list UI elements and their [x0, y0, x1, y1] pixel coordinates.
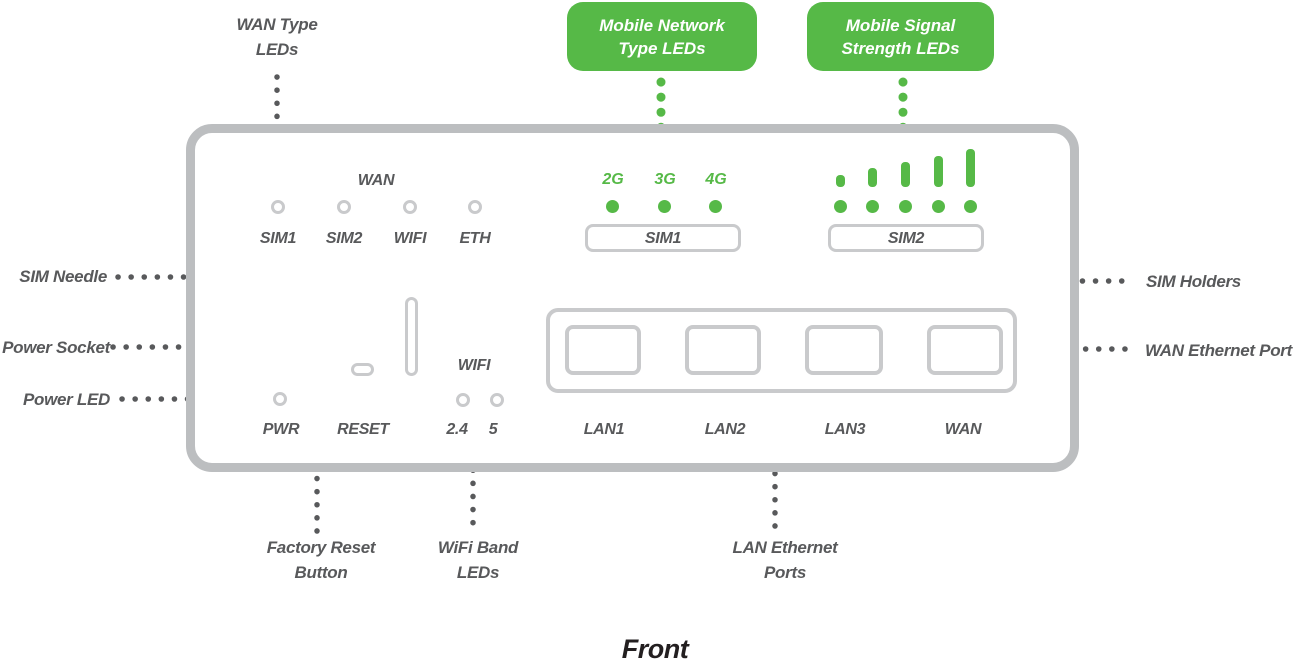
eth-wan-led	[468, 200, 482, 214]
wan-led-label-wifi: WIFI	[393, 230, 427, 247]
label-wan-ethernet-port: WAN Ethernet Port	[1145, 341, 1292, 360]
label-sim-needle: SIM Needle	[19, 267, 107, 286]
pwr-label: PWR	[262, 421, 300, 438]
lan1-port	[565, 325, 641, 375]
signal-led-2	[866, 200, 879, 213]
sim-needle	[405, 297, 418, 376]
port-label-lan3: LAN3	[824, 421, 866, 438]
label-power-led: Power LED	[22, 390, 110, 409]
label-wan-type-leds: WAN Type LEDs	[236, 15, 318, 59]
router-panel	[186, 124, 1079, 472]
reset-label: RESET	[337, 421, 389, 438]
wifi-5-led	[490, 393, 504, 407]
callout-line: Mobile Network	[599, 16, 725, 35]
sim1-holder: SIM1	[585, 224, 741, 252]
signal-led-4	[932, 200, 945, 213]
lan3-port	[805, 325, 883, 375]
callout-line: Mobile Signal	[845, 16, 956, 35]
callout-line: Strength LEDs	[841, 39, 960, 58]
reset-button	[351, 363, 374, 376]
network-type-led-2g	[606, 200, 619, 213]
network-type-led-4g	[709, 200, 722, 213]
port-label-lan2: LAN2	[704, 421, 746, 438]
wan-led-label-eth: ETH	[459, 230, 491, 247]
label-power-socket: Power Socket	[2, 338, 110, 357]
label-factory-reset-button: Factory Reset Button	[266, 538, 376, 582]
wifi-wan-led	[403, 200, 417, 214]
signal-led-3	[899, 200, 912, 213]
lan2-port	[685, 325, 761, 375]
wan-group-title: WAN	[357, 172, 395, 189]
port-label-lan1: LAN1	[583, 421, 625, 438]
port-label-wan: WAN	[944, 421, 982, 438]
network-type-led-3g	[658, 200, 671, 213]
network-type-label-4g: 4G	[705, 171, 727, 188]
sim2-holder: SIM2	[828, 224, 984, 252]
signal-led-1	[834, 200, 847, 213]
label-sim-holders: SIM Holders	[1146, 272, 1241, 291]
label-lan-ethernet-ports: LAN Ethernet Ports	[732, 538, 838, 582]
wifi-24-led	[456, 393, 470, 407]
callout-mobile-network-type-leds: Mobile Network Type LEDs	[567, 2, 757, 71]
signal-bar-3	[901, 162, 910, 187]
wifi-band-label-5: 5	[488, 421, 498, 438]
signal-bar-4	[934, 156, 943, 187]
signal-bar-5	[966, 149, 975, 187]
wan-led-label-sim2: SIM2	[325, 230, 363, 247]
signal-led-5	[964, 200, 977, 213]
wan-port	[927, 325, 1003, 375]
wan-led-label-sim1: SIM1	[259, 230, 297, 247]
sim2-wan-led	[337, 200, 351, 214]
sim1-wan-led	[271, 200, 285, 214]
diagram-caption: Front	[621, 634, 689, 664]
callout-line: Type LEDs	[618, 39, 706, 58]
network-type-label-3g: 3G	[654, 171, 676, 188]
signal-bar-1	[836, 175, 845, 187]
label-wifi-band-leds: WiFi Band LEDs	[437, 538, 519, 582]
signal-bar-2	[868, 168, 877, 187]
wifi-group-title: WIFI	[457, 357, 491, 374]
network-type-label-2g: 2G	[602, 171, 624, 188]
wifi-band-label-24: 2.4	[446, 421, 468, 438]
power-led	[273, 392, 287, 406]
callout-mobile-signal-strength-leds: Mobile Signal Strength LEDs	[807, 2, 994, 71]
